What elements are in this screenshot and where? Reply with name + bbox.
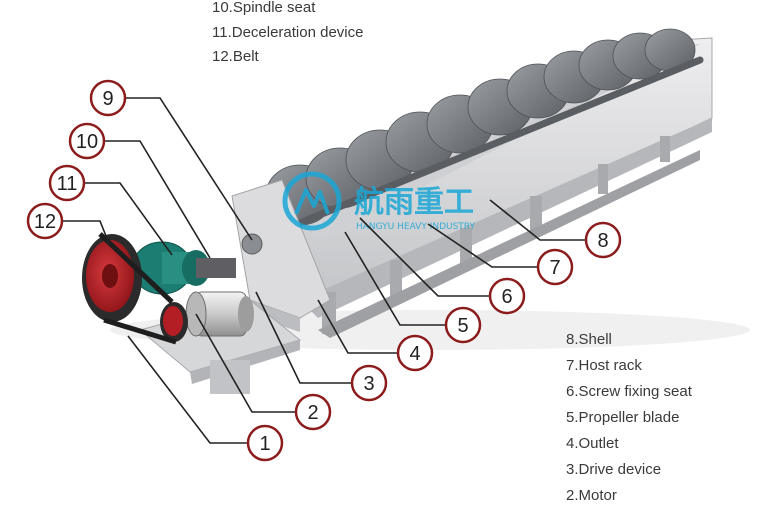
watermark-sub: HANGYU HEAVY INDUSTRY bbox=[356, 222, 475, 232]
svg-text:9: 9 bbox=[102, 88, 113, 110]
callout-1: 1 bbox=[246, 424, 284, 462]
svg-text:1: 1 bbox=[259, 433, 270, 455]
callout-5: 5 bbox=[444, 306, 482, 344]
outlet bbox=[231, 179, 331, 319]
legend-item-belt: 12.Belt bbox=[212, 48, 259, 66]
machine-body bbox=[82, 28, 750, 394]
legend-item-shell: 8.Shell bbox=[566, 331, 612, 348]
callout-3: 3 bbox=[350, 364, 388, 402]
callout-8: 8 bbox=[584, 221, 622, 259]
legend-right: 8.Shell 7.Host rack 6.Screw fixing seat … bbox=[566, 327, 692, 509]
svg-text:4: 4 bbox=[409, 343, 420, 365]
svg-text:7: 7 bbox=[549, 257, 560, 279]
legend-item-propeller-blade: 5.Propeller blade bbox=[566, 409, 680, 426]
callout-9: 9 bbox=[89, 79, 127, 117]
svg-text:11: 11 bbox=[57, 173, 78, 195]
callout-10: 10 bbox=[68, 122, 106, 160]
small-pulley bbox=[160, 302, 188, 342]
legend-item-spindle-seat: 10.Spindle seat bbox=[212, 0, 316, 16]
svg-text:6: 6 bbox=[501, 286, 512, 308]
svg-text:5: 5 bbox=[457, 315, 468, 337]
legend-item-drive-device: 3.Drive device bbox=[566, 461, 662, 478]
callout-2: 2 bbox=[294, 393, 332, 431]
callout-4: 4 bbox=[396, 334, 434, 372]
legend-item-outlet: 4.Outlet bbox=[566, 435, 619, 452]
legend-item-deceleration-device: 11.Deceleration device bbox=[212, 23, 364, 41]
callouts: 1 2 3 4 5 6 7 8 bbox=[26, 79, 622, 462]
svg-text:3: 3 bbox=[363, 373, 374, 395]
svg-text:2: 2 bbox=[307, 402, 318, 424]
legend-item-screw-fixing-seat: 6.Screw fixing seat bbox=[566, 383, 692, 400]
watermark-main: 航雨重工 bbox=[354, 185, 474, 220]
callout-11: 11 bbox=[48, 164, 86, 202]
watermark: 航雨重工 HANGYU HEAVY INDUSTRY bbox=[282, 171, 475, 232]
callout-7: 7 bbox=[536, 248, 574, 286]
callout-6: 6 bbox=[488, 277, 526, 315]
svg-text:12: 12 bbox=[34, 211, 56, 233]
callout-12: 12 bbox=[26, 202, 64, 240]
spindle-seat bbox=[241, 233, 263, 255]
belt bbox=[98, 232, 177, 345]
legend-item-motor: 2.Motor bbox=[566, 487, 617, 504]
spiral-shaft bbox=[254, 56, 704, 244]
watermark-logo bbox=[282, 171, 342, 231]
legend-item-host-rack: 7.Host rack bbox=[566, 357, 642, 374]
legend-top: 10.Spindle seat 11.Deceleration device 1… bbox=[212, 0, 363, 70]
leader-lines bbox=[62, 97, 586, 444]
deceleration-device bbox=[131, 241, 236, 295]
svg-text:10: 10 bbox=[76, 131, 98, 153]
svg-text:8: 8 bbox=[597, 230, 608, 252]
